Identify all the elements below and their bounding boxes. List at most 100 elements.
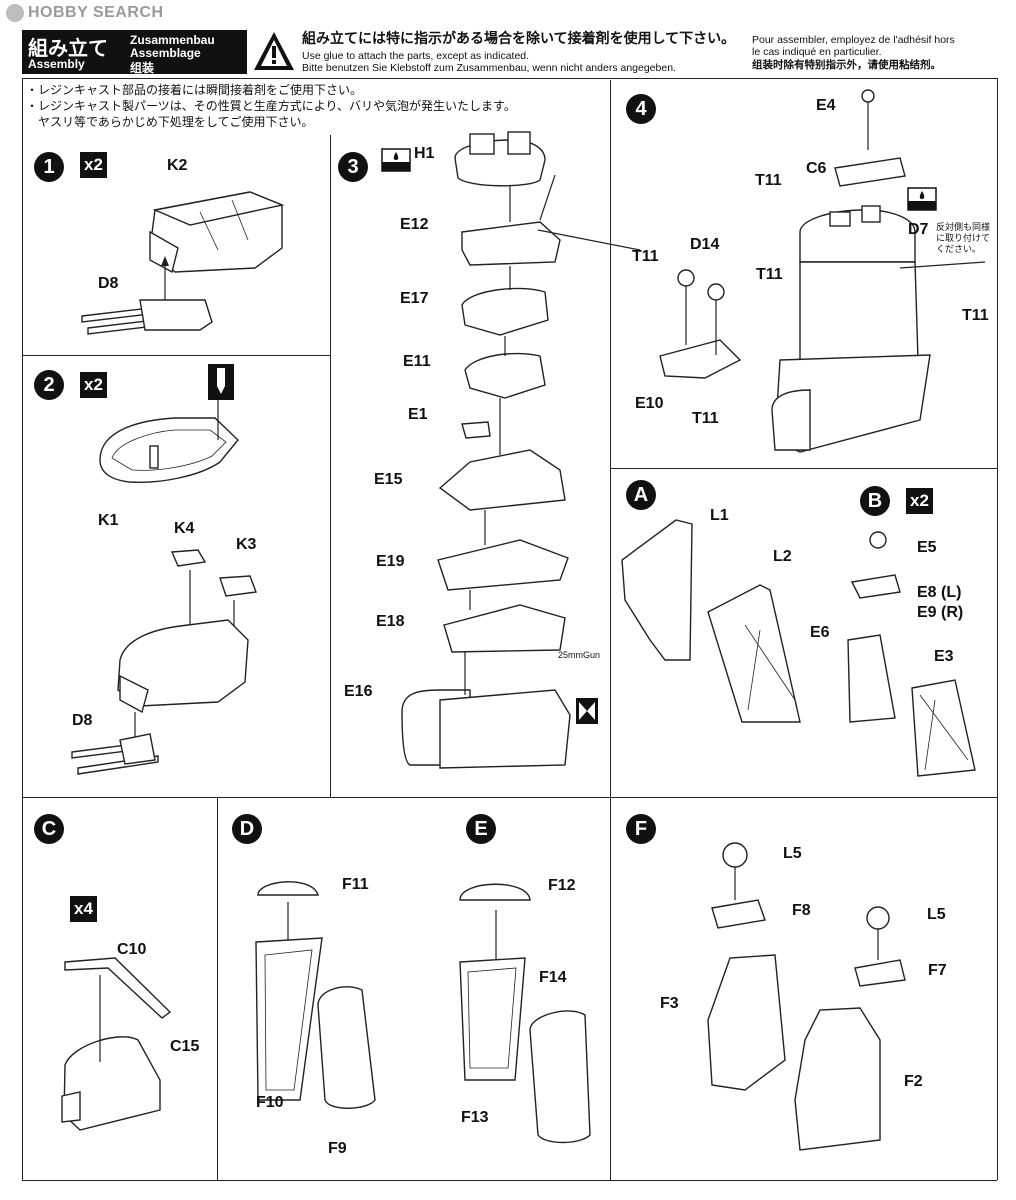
part-label-h1: H1 [414,145,435,162]
gun-note: 25mmGun [558,650,601,660]
stepA-masts [621,519,801,723]
step-f-marker: F [626,814,656,844]
part-label-f14: F14 [539,969,567,986]
part-label-c15: C15 [170,1038,200,1055]
step3-tower-stack [401,131,641,769]
step4-bridge [659,89,986,453]
part-label-e9: E9 (R) [917,604,964,621]
note-line-3: ヤスリ等であらかじめ下処理をしてご使用下さい。 [26,115,314,129]
title-cn: 组装 [130,61,155,75]
part-label-f11: F11 [342,876,369,893]
step1-turret [149,191,285,305]
step2-base-k1 [99,400,239,484]
part-label-e10: E10 [635,395,664,412]
part-label-k4: K4 [174,520,195,537]
step-4-marker: 4 [626,94,656,124]
part-label-e18: E18 [376,613,405,630]
warning-jp: 組み立てには特に指示がある場合を除いて接着剤を使用して下さい。 [302,30,736,46]
part-label-k2: K2 [167,157,188,174]
part-label-f8: F8 [792,902,811,919]
warning-de: Bitte benutzen Sie Klebstoff zum Zusamme… [302,62,676,74]
divider-v-left [330,135,331,797]
part-label-e8: E8 (L) [917,584,962,601]
part-label-l2: L2 [773,548,792,565]
divider-v-bottom-c [217,797,218,1180]
part-label-d7: D7 [908,221,929,238]
step2-turret [71,619,249,775]
part-label-e4: E4 [816,97,836,114]
step-c-marker: C [34,814,64,844]
part-label-t11-a: T11 [755,172,782,189]
step2-k4-k3 [170,549,257,645]
part-label-f10: F10 [256,1094,284,1111]
divider-v-right [610,80,611,1180]
title-fr: Assemblage [130,46,201,60]
title-en: Assembly [28,57,85,71]
part-label-d8-step2: D8 [72,712,93,729]
step-d-marker: D [232,814,262,844]
step4-note: 反対側も同様 に取り付けて ください。 [936,222,991,254]
part-label-l5-b: L5 [927,906,946,923]
part-label-k3: K3 [236,536,257,553]
divider-frame-bottom [22,1180,997,1181]
part-label-c10: C10 [117,941,147,958]
assembly-header: 組み立て Assembly Zusammenbau Assemblage 组装 [22,30,247,75]
stepB-parts [847,531,976,777]
step-1-qty: x2 [80,152,107,178]
part-label-f3: F3 [660,995,679,1012]
glue-required-icon [381,148,411,172]
step-e-marker: E [466,814,496,844]
step-c-qty: x4 [70,896,97,922]
part-label-e5: E5 [917,539,937,556]
step-a-marker: A [626,480,656,510]
divider-h-step1 [22,355,330,356]
resin-notes: ・レジンキャスト部品の接着には瞬間接着剤をご使用下さい。 ・レジンキャスト製パー… [26,82,516,130]
part-label-e15: E15 [374,471,403,488]
step-2-marker: 2 [34,370,64,400]
warning-fr-line2: le cas indiqué en particulier. [752,46,882,58]
part-label-f12: F12 [548,877,576,894]
part-label-f9: F9 [328,1140,347,1157]
watermark-logo-icon [6,4,24,22]
stepC-turret [61,957,172,1131]
step-b-qty: x2 [906,488,933,514]
part-label-t11-b: T11 [632,248,659,265]
part-label-l1: L1 [710,507,729,524]
part-label-e16: E16 [344,683,373,700]
part-label-f13: F13 [461,1109,489,1126]
part-label-t11-e: T11 [692,410,719,427]
step-b-marker: B [860,486,890,516]
step-2-qty: x2 [80,372,107,398]
divider-top [22,78,997,79]
note-line-1: ・レジンキャスト部品の接着には瞬間接着剤をご使用下さい。 [26,83,363,97]
warning-cn: 组装时除有特别指示外，请使用粘结剂。 [752,59,941,71]
warning-fr-line1: Pour assembler, employez de l'adhésif ho… [752,34,955,46]
title-de: Zusammenbau [130,33,215,47]
stepF-stacks [707,842,906,1151]
part-label-d14: D14 [690,236,720,253]
do-not-glue-icon [576,698,598,724]
part-label-e17: E17 [400,290,429,307]
part-label-e3: E3 [934,648,954,665]
part-label-t11-c: T11 [756,266,783,283]
part-label-c6: C6 [806,160,827,177]
watermark: HOBBY SEARCH [6,4,164,22]
part-label-f7: F7 [928,962,947,979]
drill-hole-icon [208,364,234,400]
part-label-e6: E6 [810,624,830,641]
warning-en: Use glue to attach the parts, except as … [302,50,530,62]
part-label-e12: E12 [400,216,429,233]
divider-h-bottom [22,797,997,798]
part-label-d8: D8 [98,275,119,292]
divider-frame-left [22,78,23,1180]
part-label-l5-a: L5 [783,845,802,862]
part-label-e1: E1 [408,406,428,423]
part-label-e19: E19 [376,553,405,570]
title-jp: 組み立て [28,38,108,60]
part-label-f2: F2 [904,1073,923,1090]
step1-guns [81,299,213,335]
part-label-k1: K1 [98,512,119,529]
stepE-funnel [459,883,591,1144]
note-line-2: ・レジンキャスト製パーツは、その性質と生産方式により、バリや気泡が発生いたします… [26,99,516,113]
